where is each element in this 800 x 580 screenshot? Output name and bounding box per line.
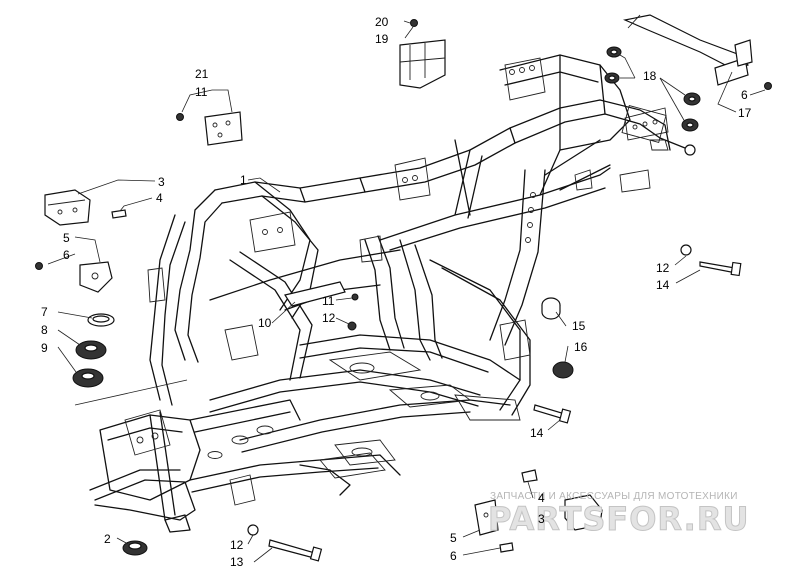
part-11-bolt-center xyxy=(351,293,359,301)
callout-10: 10 xyxy=(258,316,272,330)
callout-13: 13 xyxy=(230,555,244,569)
callout-14: 14 xyxy=(656,278,670,292)
callout-12: 12 xyxy=(656,261,670,275)
part-6-bolt-rear xyxy=(764,82,772,90)
callout-11: 11 xyxy=(195,85,208,99)
part-12-nut-center xyxy=(347,321,357,331)
callout-21: 21 xyxy=(195,67,209,81)
callout-18: 18 xyxy=(643,69,657,83)
callout-labels: 20 19 21 11 18 6 17 3 4 1 5 6 12 14 7 11… xyxy=(41,15,752,569)
part-10-bracket xyxy=(284,281,346,307)
callout-11: 11 xyxy=(322,294,335,308)
part-7-ring xyxy=(87,313,115,327)
part-2-grommet xyxy=(122,540,148,556)
part-20-nut xyxy=(410,19,418,27)
callout-6: 6 xyxy=(450,549,457,563)
part-21-plate xyxy=(176,111,243,146)
callout-9: 9 xyxy=(41,341,48,355)
part-3-bracket-right xyxy=(521,469,603,531)
part-5-bracket-right xyxy=(474,499,499,536)
callout-7: 7 xyxy=(41,305,48,319)
callout-15: 15 xyxy=(572,319,586,333)
callout-20: 20 xyxy=(375,15,389,29)
callout-4: 4 xyxy=(538,491,545,505)
callout-5: 5 xyxy=(450,531,457,545)
part-14-bolt-lower xyxy=(533,404,572,424)
watermark: ЗАПЧАСТИ И АКСЕССУАРЫ ДЛЯ МОТОТЕХНИКИ PA… xyxy=(488,491,749,539)
callout-12: 12 xyxy=(230,538,244,552)
callout-2: 2 xyxy=(104,532,111,546)
callout-1: 1 xyxy=(240,173,247,187)
part-15-plug xyxy=(541,297,561,320)
part-18-bushings xyxy=(604,46,701,132)
part-14-bolt-right xyxy=(699,261,742,277)
callout-4: 4 xyxy=(156,191,163,205)
part-3-bracket-left xyxy=(44,189,127,226)
watermark-logo: PARTSFOR.RU xyxy=(488,500,749,538)
part-6-bolt-right xyxy=(499,542,514,553)
callout-3: 3 xyxy=(158,175,165,189)
callout-6: 6 xyxy=(63,248,70,262)
callout-19: 19 xyxy=(375,32,389,46)
part-19-bracket xyxy=(399,39,446,89)
part-13-bolt xyxy=(268,539,323,562)
callout-6: 6 xyxy=(741,88,748,102)
part-5-bracket-left xyxy=(35,261,113,293)
watermark-caption: ЗАПЧАСТИ И АКСЕССУАРЫ ДЛЯ МОТОТЕХНИКИ xyxy=(490,491,738,502)
callout-12: 12 xyxy=(322,311,336,325)
main-frame-drawing xyxy=(89,54,696,533)
leader-lines xyxy=(47,20,766,563)
part-17-hitch xyxy=(623,14,753,86)
callout-3: 3 xyxy=(538,512,545,526)
part-16-cap xyxy=(552,361,574,379)
callout-14: 14 xyxy=(530,426,544,440)
callout-8: 8 xyxy=(41,323,48,337)
part-12-nut-bottom xyxy=(247,524,259,536)
part-9-grommet xyxy=(72,368,104,388)
callout-16: 16 xyxy=(574,340,588,354)
callout-17: 17 xyxy=(738,106,752,120)
part-8-grommet xyxy=(75,340,107,360)
part-12-nut-right xyxy=(680,244,692,256)
callout-5: 5 xyxy=(63,231,70,245)
